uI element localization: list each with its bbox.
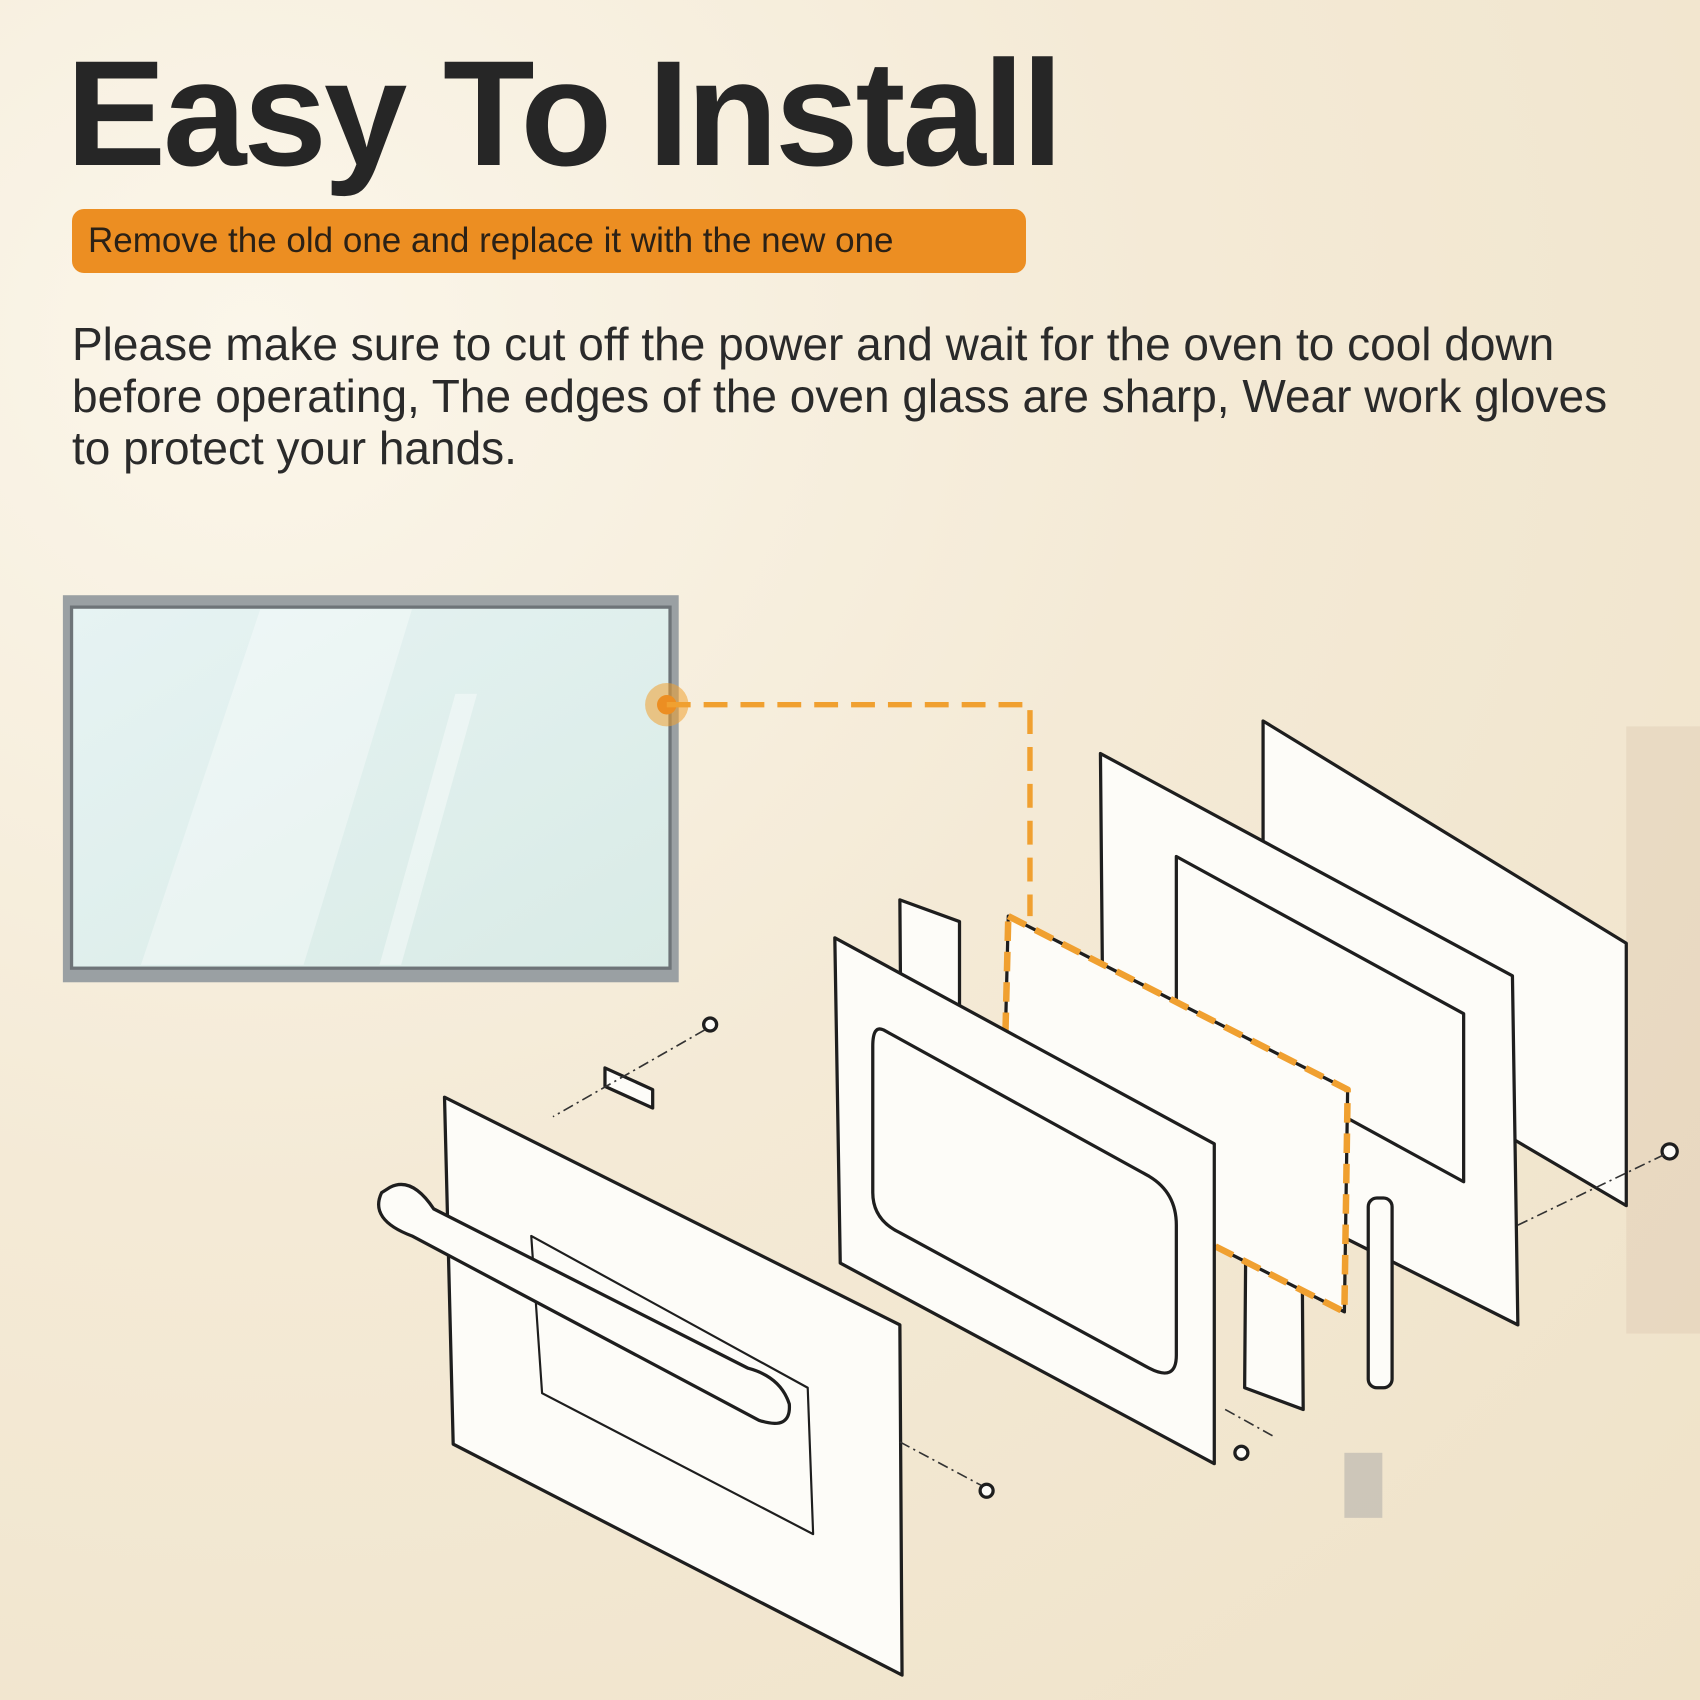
screw: [702, 1016, 719, 1033]
screw: [1233, 1444, 1250, 1461]
assembly-guide-lines: [552, 1029, 1665, 1487]
front-door-window: [530, 1234, 815, 1536]
oven-glass-panel: [62, 595, 679, 983]
bracket: [603, 1066, 655, 1110]
exploded-door-diagram: [377, 719, 1679, 1677]
background-decor: [1344, 1452, 1383, 1518]
inner-panel-window: [871, 1027, 1178, 1375]
door-handle: [377, 1182, 791, 1425]
front-door: [442, 1095, 904, 1677]
connector-dashed-line: [666, 702, 1033, 917]
screw: [1660, 1142, 1679, 1161]
screw: [978, 1482, 995, 1499]
hinge: [1366, 1196, 1394, 1390]
background-shelf-decor: [1626, 726, 1700, 1334]
back-frame-window: [1174, 854, 1466, 1184]
page-title: Easy To Install: [66, 29, 1063, 197]
replacement-highlight: [999, 912, 1351, 1316]
subtitle-text: Remove the old one and replace it with t…: [88, 221, 894, 260]
instructions-text: Please make sure to cut off the power an…: [72, 318, 1608, 474]
subtitle-banner: Remove the old one and replace it with t…: [72, 209, 1026, 273]
